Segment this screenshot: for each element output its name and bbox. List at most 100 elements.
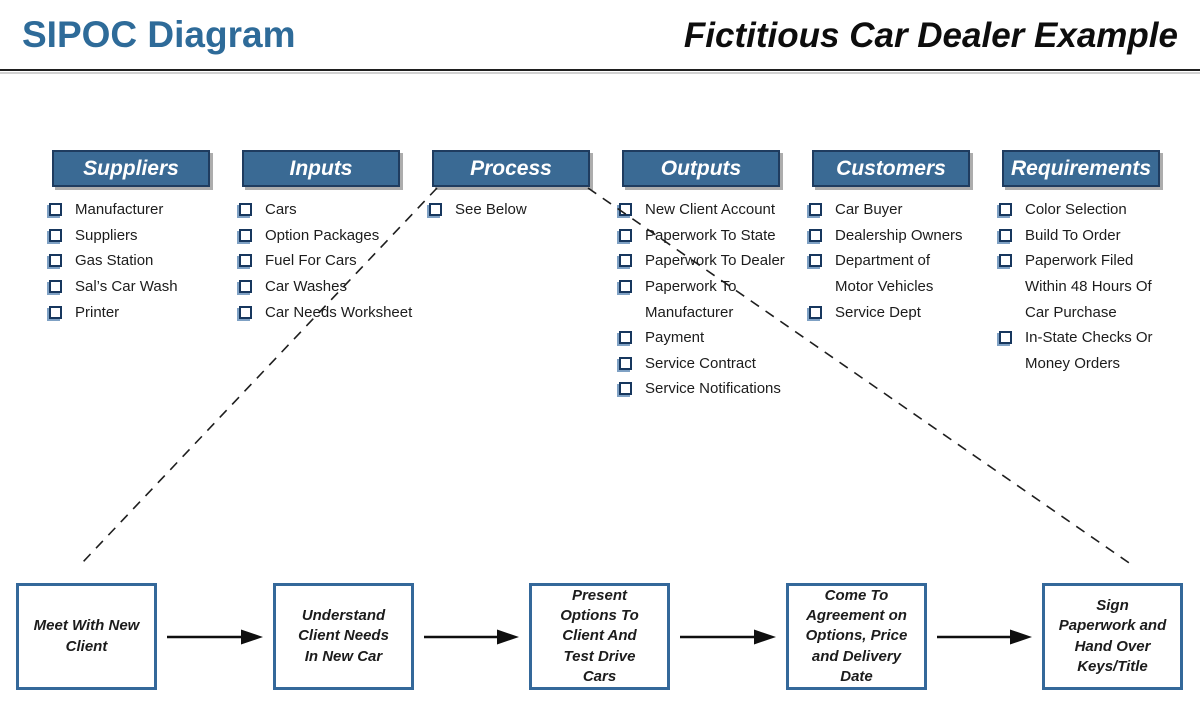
checkbox-icon bbox=[619, 331, 632, 345]
page-title: SIPOC Diagram bbox=[22, 14, 296, 55]
flow-step-label: Sign Paperwork and Hand Over Keys/Title bbox=[1058, 597, 1167, 675]
list-item: Service Notifications bbox=[617, 376, 807, 402]
list-item: Cars bbox=[237, 197, 427, 223]
flow-step-come-to-agreement: Come To Agreement on Options, Price and … bbox=[786, 583, 927, 690]
checkbox-icon bbox=[809, 203, 822, 217]
item-label: Service Dept bbox=[835, 303, 921, 321]
item-label: Fuel For Cars bbox=[265, 252, 357, 270]
item-label: In-State Checks Or bbox=[1025, 329, 1153, 347]
checkbox-icon bbox=[49, 280, 62, 294]
item-label: Suppliers bbox=[75, 226, 138, 244]
item-label: Paperwork Filed bbox=[1025, 252, 1134, 270]
list-item: Paperwork To Dealer bbox=[617, 248, 807, 274]
item-label: See Below bbox=[455, 201, 527, 219]
flow-step-label: Present Options To Client And Test Drive… bbox=[560, 586, 639, 685]
checkbox-icon bbox=[429, 203, 442, 217]
list-item: Car Buyer bbox=[807, 197, 997, 223]
item-label: Car Washes bbox=[265, 278, 347, 296]
list-item-continuation: Manufacturer bbox=[617, 299, 807, 325]
list-item: Service Dept bbox=[807, 299, 997, 325]
list-item: Service Contract bbox=[617, 351, 807, 377]
item-label: Build To Order bbox=[1025, 226, 1121, 244]
column-list-process: See Below bbox=[427, 197, 617, 223]
item-label: Manufacturer bbox=[645, 303, 734, 321]
flow-step-label: Meet With New Client bbox=[33, 617, 140, 655]
item-label: Printer bbox=[75, 303, 120, 321]
checkbox-icon bbox=[49, 203, 62, 217]
column-header-outputs: Outputs bbox=[622, 150, 780, 187]
list-item-continuation: Within 48 Hours Of bbox=[997, 274, 1187, 300]
checkbox-icon bbox=[809, 305, 822, 319]
list-item: Payment bbox=[617, 325, 807, 351]
list-item: Car Washes bbox=[237, 274, 427, 300]
checkbox-icon bbox=[619, 356, 632, 370]
flow-arrowhead-icon bbox=[754, 629, 776, 645]
checkbox-icon bbox=[619, 382, 632, 396]
item-label: Service Notifications bbox=[645, 380, 781, 398]
list-item: Paperwork Filed bbox=[997, 248, 1187, 274]
item-label: Car Needs Worksheet bbox=[265, 303, 413, 321]
list-item-continuation: Money Orders bbox=[997, 351, 1187, 377]
checkbox-icon bbox=[809, 254, 822, 268]
flow-step-understand-client-needs: Understand Client Needs In New Car bbox=[273, 583, 414, 690]
item-label: Car Purchase bbox=[1025, 303, 1117, 321]
checkbox-icon bbox=[999, 254, 1012, 268]
list-item: Paperwork To bbox=[617, 274, 807, 300]
list-item: See Below bbox=[427, 197, 617, 223]
checkbox-icon bbox=[619, 280, 632, 294]
item-label: Car Buyer bbox=[835, 201, 903, 219]
flow-step-meet-with-new-client: Meet With New Client bbox=[16, 583, 157, 690]
list-item: New Client Account bbox=[617, 197, 807, 223]
item-label: Paperwork To bbox=[645, 278, 737, 296]
item-label: Gas Station bbox=[75, 252, 154, 270]
list-item: Build To Order bbox=[997, 223, 1187, 249]
list-item: Sal’s Car Wash bbox=[47, 274, 237, 300]
list-item: Color Selection bbox=[997, 197, 1187, 223]
flow-arrowhead-icon bbox=[1010, 629, 1032, 645]
item-label: Cars bbox=[265, 201, 297, 219]
checkbox-icon bbox=[49, 305, 62, 319]
list-item: In-State Checks Or bbox=[997, 325, 1187, 351]
item-label: Money Orders bbox=[1025, 354, 1121, 372]
list-item: Department of bbox=[807, 248, 997, 274]
flow-step-present-options-test-drive: Present Options To Client And Test Drive… bbox=[529, 583, 670, 690]
checkbox-icon bbox=[619, 203, 632, 217]
column-header-suppliers: Suppliers bbox=[52, 150, 210, 187]
list-item: Paperwork To State bbox=[617, 223, 807, 249]
item-label: Motor Vehicles bbox=[835, 278, 934, 296]
flow-step-sign-paperwork: Sign Paperwork and Hand Over Keys/Title bbox=[1042, 583, 1183, 690]
checkbox-icon bbox=[809, 228, 822, 242]
page-subtitle: Fictitious Car Dealer Example bbox=[683, 16, 1178, 55]
checkbox-icon bbox=[239, 228, 252, 242]
checkbox-icon bbox=[619, 254, 632, 268]
item-label: Dealership Owners bbox=[835, 226, 963, 244]
column-header-process: Process bbox=[432, 150, 590, 187]
checkbox-icon bbox=[999, 228, 1012, 242]
column-header-requirements: Requirements bbox=[1002, 150, 1160, 187]
checkbox-icon bbox=[619, 228, 632, 242]
header-divider bbox=[0, 69, 1200, 71]
item-label: Within 48 Hours Of bbox=[1025, 278, 1152, 296]
list-item: Option Packages bbox=[237, 223, 427, 249]
checkbox-icon bbox=[239, 254, 252, 268]
item-label: Option Packages bbox=[265, 226, 380, 244]
flow-step-label: Come To Agreement on Options, Price and … bbox=[805, 586, 908, 685]
flow-arrowhead-icon bbox=[241, 629, 263, 645]
list-item: Dealership Owners bbox=[807, 223, 997, 249]
item-label: Paperwork To State bbox=[645, 226, 776, 244]
list-item-continuation: Car Purchase bbox=[997, 299, 1187, 325]
checkbox-icon bbox=[239, 305, 252, 319]
item-label: Department of bbox=[835, 252, 931, 270]
list-item: Suppliers bbox=[47, 223, 237, 249]
column-header-inputs: Inputs bbox=[242, 150, 400, 187]
